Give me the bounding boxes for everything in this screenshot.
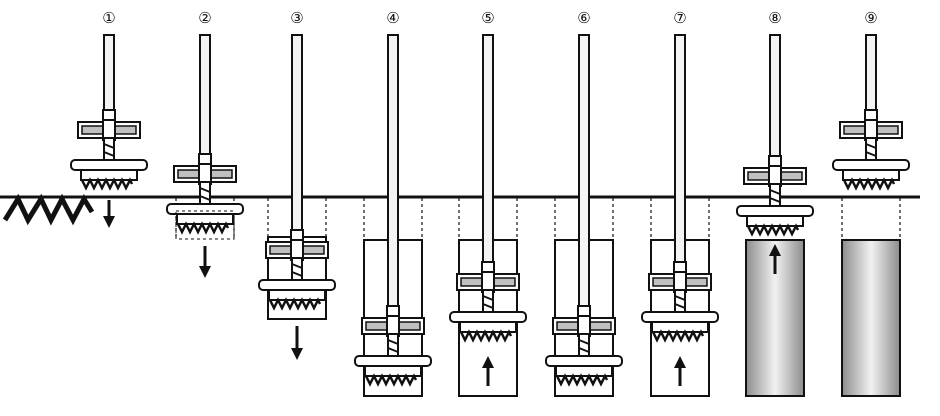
cutting-teeth (746, 223, 800, 237)
mixing-auger-icon (354, 305, 432, 387)
drill-rod (199, 34, 211, 167)
soil-column-icon (841, 239, 901, 397)
cutting-teeth (842, 177, 896, 191)
step-3 (258, 34, 336, 360)
step-label-6: ⑥ (577, 9, 590, 27)
process-steps (70, 34, 910, 397)
step-label-8: ⑧ (768, 9, 781, 27)
ground (0, 193, 920, 226)
step-label-3: ③ (290, 9, 303, 27)
drill-rod (578, 34, 590, 319)
cutting-teeth (268, 297, 322, 311)
drill-rod (387, 34, 399, 319)
auger-shaft (291, 257, 303, 281)
cutting-teeth (176, 221, 230, 235)
auger-disc (258, 279, 336, 291)
mixing-auger-icon (545, 305, 623, 387)
drill-rod (865, 34, 877, 123)
mixing-auger-icon (258, 229, 336, 311)
auger-shaft (103, 137, 115, 161)
step-1 (70, 34, 148, 228)
auger-shaft (865, 137, 877, 161)
drill-rod (674, 34, 686, 273)
auger-disc (641, 311, 719, 323)
mixing-auger-icon (449, 261, 527, 343)
step-labels: ① ② ③ ④ ⑤ ⑥ ⑦ ⑧ ⑨ (102, 9, 877, 27)
auger-shaft (769, 183, 781, 207)
auger-disc (736, 205, 814, 217)
auger-disc (70, 159, 148, 171)
mixing-auger-icon (166, 153, 244, 235)
auger-shaft (674, 289, 686, 313)
mixed-soil (175, 210, 235, 240)
auger-disc (166, 203, 244, 215)
step-label-9: ⑨ (864, 9, 877, 27)
step-8 (736, 34, 814, 397)
drill-rod (482, 34, 494, 273)
step-label-4: ④ (386, 9, 399, 27)
auger-disc (832, 159, 910, 171)
step-5 (449, 34, 527, 397)
step-label-7: ⑦ (673, 9, 686, 27)
auger-disc (449, 311, 527, 323)
step-label-1: ① (102, 9, 115, 27)
auger-shaft (199, 181, 211, 205)
cutting-teeth (555, 373, 609, 387)
step-7 (641, 34, 719, 397)
auger-shaft (387, 333, 399, 357)
drill-rod (291, 34, 303, 239)
mixing-auger-icon (832, 109, 910, 191)
cutting-teeth (364, 373, 418, 387)
ground-hatch-icon (2, 193, 95, 226)
auger-shaft (482, 289, 494, 313)
mixing-auger-icon (736, 155, 814, 237)
auger-disc (545, 355, 623, 367)
step-label-2: ② (198, 9, 211, 27)
cutting-teeth (80, 177, 134, 191)
step-2 (166, 34, 244, 278)
step-6 (545, 34, 623, 397)
auger-shaft (578, 333, 590, 357)
mixing-auger-icon (70, 109, 148, 191)
cutting-teeth (651, 329, 705, 343)
auger-disc (354, 355, 432, 367)
step-4 (354, 34, 432, 397)
drill-rod (103, 34, 115, 123)
cutting-teeth (459, 329, 513, 343)
drill-rod (769, 34, 781, 169)
step-9 (832, 34, 910, 397)
mixing-auger-icon (641, 261, 719, 343)
step-label-5: ⑤ (481, 9, 494, 27)
